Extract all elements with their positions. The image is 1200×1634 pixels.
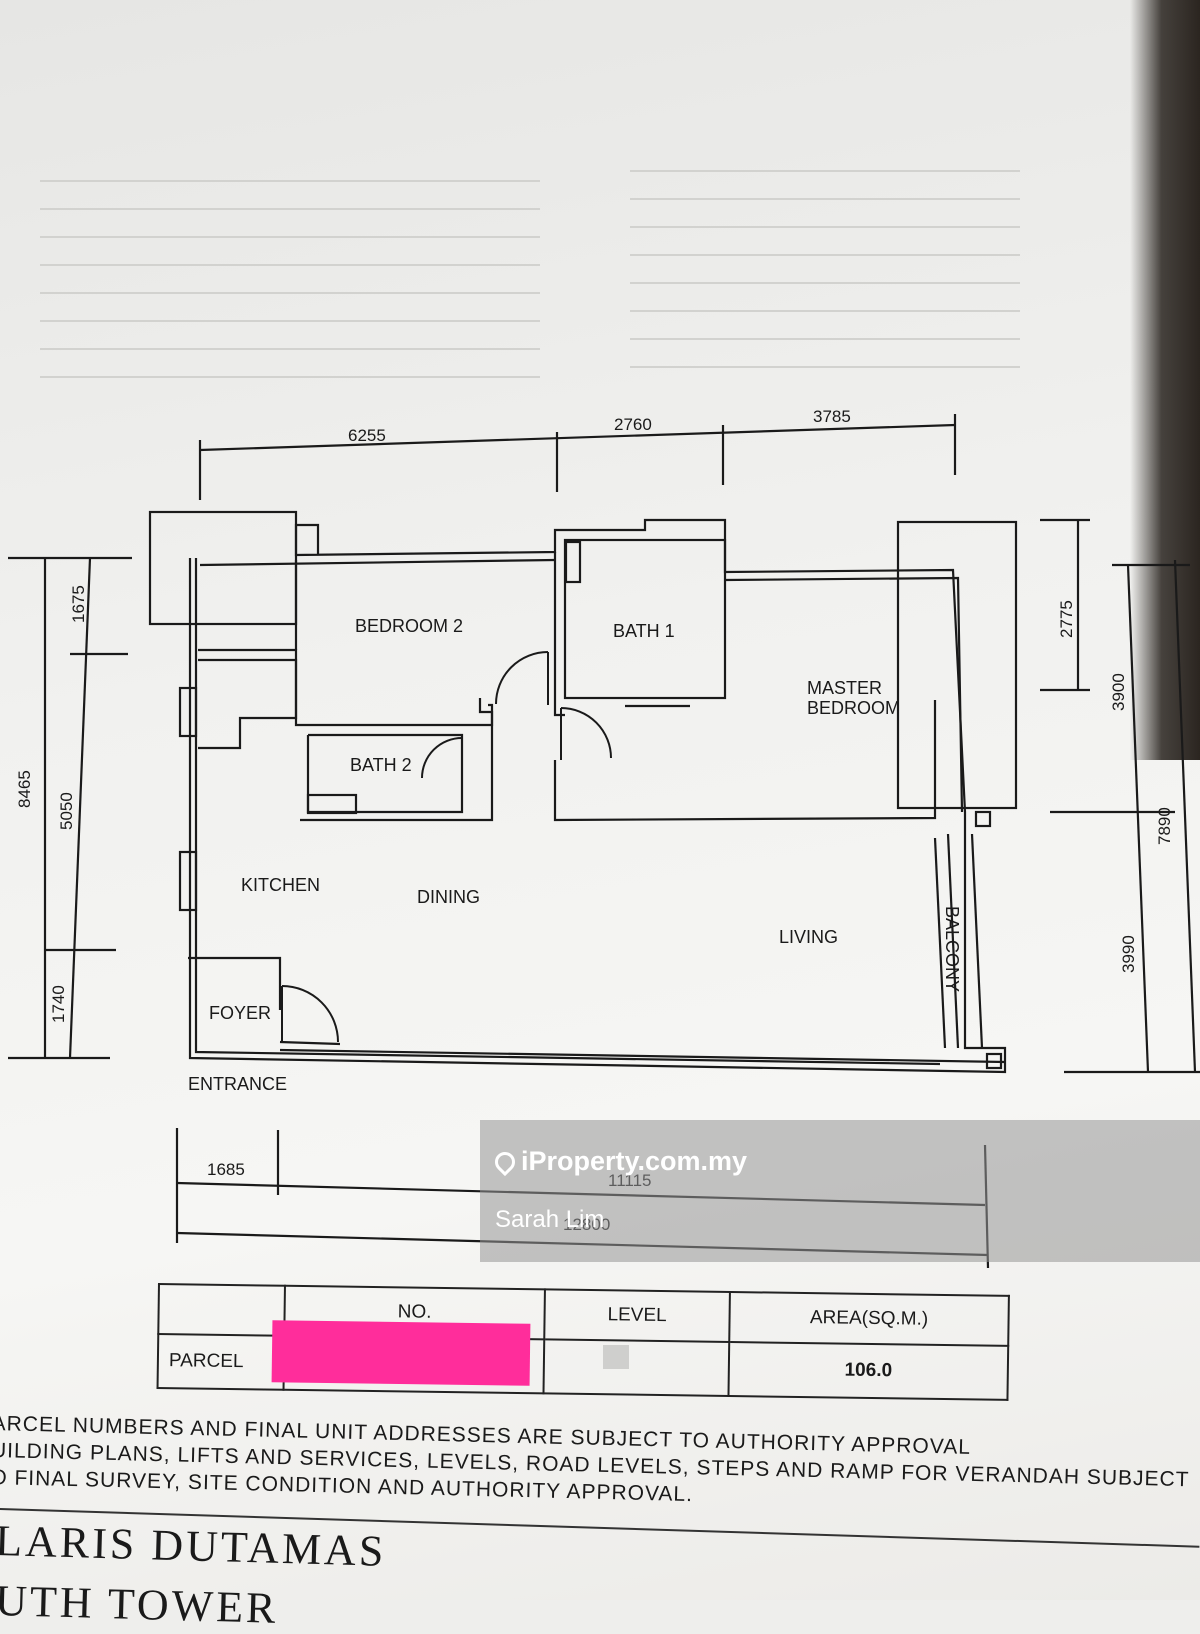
dim-right-mid: 3900 bbox=[1109, 673, 1128, 711]
dim-right-bottom: 3990 bbox=[1119, 935, 1138, 973]
room-label-entrance: ENTRANCE bbox=[188, 1074, 287, 1094]
table-cell-level bbox=[543, 1339, 730, 1396]
room-label-bath1: BATH 1 bbox=[613, 621, 675, 641]
room-label-balcony: BALCONY bbox=[942, 906, 962, 992]
dim-top-1: 6255 bbox=[348, 426, 386, 445]
room-label-dining: DINING bbox=[417, 887, 480, 907]
paper-edge-shadow bbox=[1130, 0, 1200, 760]
dim-line-right-outer bbox=[1173, 559, 1197, 1073]
project-name: LARIS DUTAMAS bbox=[0, 1515, 387, 1576]
door-bedroom2 bbox=[495, 651, 549, 705]
dim-line-right-mid bbox=[1126, 564, 1150, 1073]
watermark-agent: Sarah Lim bbox=[495, 1206, 605, 1233]
room-label-master-2: BEDROOM bbox=[807, 698, 900, 718]
dim-left-top: 1675 bbox=[69, 585, 88, 623]
dim-left-bottom: 1740 bbox=[49, 985, 68, 1023]
faded-text-left bbox=[40, 180, 540, 404]
dim-top-3: 3785 bbox=[813, 407, 851, 426]
room-label-kitchen: KITCHEN bbox=[241, 875, 320, 895]
watermark-site-text: iProperty.com.my bbox=[521, 1146, 748, 1176]
room-label-foyer: FOYER bbox=[209, 1003, 271, 1023]
floor-plan: BEDROOM 2 BATH 1 BATH 2 MASTER BEDROOM K… bbox=[8, 407, 1200, 1269]
faded-text-right bbox=[630, 170, 1020, 394]
door-bath2 bbox=[421, 737, 463, 779]
door-swings bbox=[281, 651, 612, 1043]
table-label-parcel: PARCEL bbox=[157, 1334, 285, 1390]
right-planter bbox=[896, 520, 1018, 810]
dim-right-top: 2775 bbox=[1057, 600, 1076, 638]
watermark-site: iProperty.com.my bbox=[490, 1146, 748, 1177]
door-entrance bbox=[281, 985, 339, 1043]
level-blurred-value bbox=[603, 1345, 629, 1369]
table-header-level: LEVEL bbox=[544, 1289, 730, 1342]
dim-line-top bbox=[199, 423, 956, 452]
walls bbox=[148, 510, 1018, 1074]
dim-left-mid: 5050 bbox=[57, 792, 76, 830]
table-cell-area: 106.0 bbox=[728, 1341, 1009, 1400]
watermark-banner bbox=[480, 1120, 1200, 1262]
table-corner bbox=[158, 1284, 285, 1336]
door-master bbox=[560, 707, 612, 759]
dim-left-total: 8465 bbox=[15, 770, 34, 808]
project-tower: UTH TOWER bbox=[0, 1575, 280, 1633]
dim-top-2: 2760 bbox=[614, 415, 652, 434]
paper-sheet bbox=[0, 0, 1200, 1600]
room-label-bath2: BATH 2 bbox=[350, 755, 412, 775]
dim-right-total: 7890 bbox=[1155, 807, 1174, 845]
location-pin-icon bbox=[490, 1147, 520, 1176]
dim-bottom-1: 1685 bbox=[207, 1160, 245, 1179]
room-label-living: LIVING bbox=[779, 927, 838, 947]
redaction-highlight bbox=[271, 1320, 531, 1386]
table-header-area: AREA(SQ.M.) bbox=[729, 1291, 1009, 1346]
left-planter bbox=[148, 510, 298, 626]
room-label-bedroom2: BEDROOM 2 bbox=[355, 616, 463, 636]
room-label-master-1: MASTER bbox=[807, 678, 882, 698]
dim-line-left-inner bbox=[68, 557, 92, 1059]
